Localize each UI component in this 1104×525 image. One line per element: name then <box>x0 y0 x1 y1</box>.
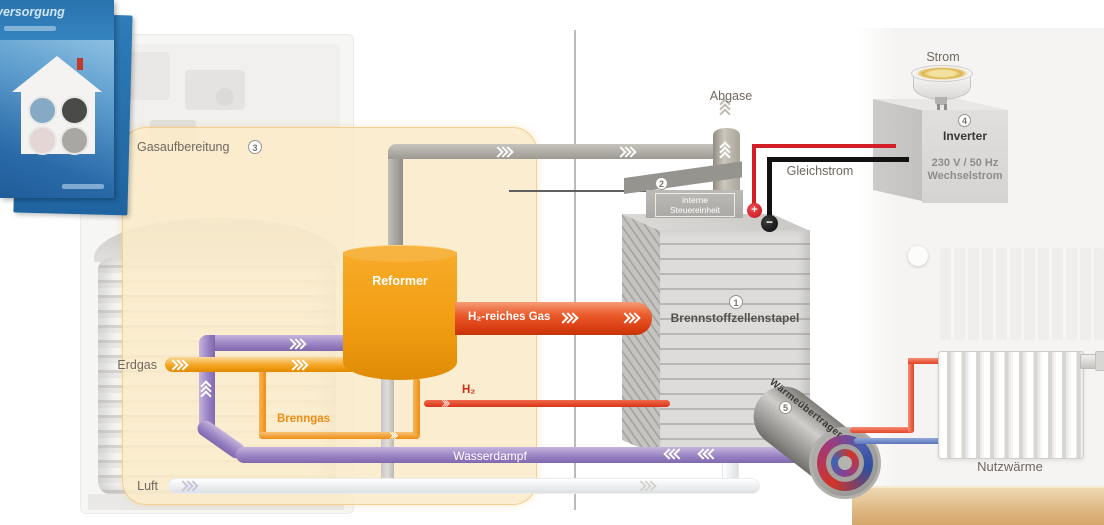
luft-pipe <box>168 478 760 494</box>
abgase-arrow-up-icon <box>719 98 731 120</box>
gas-processing-badge: 3 <box>248 140 262 154</box>
plus-terminal: + <box>747 203 762 218</box>
h2-flow-arrow-icon <box>438 399 451 408</box>
brochure-header-band <box>0 0 114 40</box>
h2-rich-flow-arrow-icon <box>557 312 579 324</box>
offgas-flow-arrow-icon <box>492 146 514 158</box>
heat-exchanger-coil-core <box>838 456 852 470</box>
lamp-pin <box>944 104 947 110</box>
brochure-house-photo-circle <box>60 126 89 155</box>
inverter-spec-voltage: 230 V / 50 Hz <box>931 157 999 169</box>
h2-rich-gas-label: H₂-reiches Gas <box>468 311 551 323</box>
reformer-vessel-body <box>343 252 457 380</box>
heating-flow-pipe-red-h2 <box>908 358 942 364</box>
brochure-house-roof <box>12 56 102 92</box>
luft-flow-arrow-icon <box>635 480 657 492</box>
minus-terminal: − <box>761 215 778 232</box>
steam-feed-pipe-top <box>203 335 353 351</box>
reformer-label: Reformer <box>372 274 428 288</box>
radiator-panel <box>938 351 1084 459</box>
control-unit-badge: 2 <box>655 177 668 190</box>
luft-flow-arrow-icon <box>177 480 199 492</box>
heating-return-pipe-blue <box>854 438 944 444</box>
dc-wire-red-horizontal <box>752 144 896 148</box>
reformer-drain-pipe <box>381 378 394 479</box>
dc-wire-red-vertical <box>752 144 756 206</box>
inverter-badge: 4 <box>958 114 971 127</box>
brochure-front-cover: versorgung <box>0 0 114 198</box>
nutzwaerme-label: Nutzwärme <box>977 459 1043 474</box>
wooden-floor <box>852 486 1104 525</box>
radiator-valve-knob <box>1095 351 1104 371</box>
brenngas-flow-arrow-icon <box>386 431 399 440</box>
reformer-offgas-pipe-horizontal <box>388 144 716 159</box>
abgase-label: Abgase <box>709 89 753 103</box>
lamp-socket <box>935 97 947 105</box>
stack-badge: 1 <box>729 295 743 309</box>
background-radiator <box>940 248 1104 340</box>
strom-label: Strom <box>926 50 960 64</box>
steam-feed-arrow-up-icon <box>200 380 212 402</box>
h2-label: H₂ <box>462 384 476 396</box>
abgase-arrow-up-icon <box>719 141 731 163</box>
control-unit-front-face <box>646 190 743 218</box>
inverter-left-face <box>873 99 922 202</box>
stack-side-face <box>622 214 660 457</box>
section-divider-line <box>574 30 576 510</box>
heating-flow-pipe-red-v <box>908 358 914 433</box>
brochure-subtitle-bar <box>4 26 56 31</box>
brochure-house-photo-circle <box>28 126 57 155</box>
lamp-reflector <box>911 65 973 82</box>
dc-wire-black-vertical <box>767 157 772 219</box>
wasserdampf-pipe <box>236 447 802 463</box>
stack-label: Brennstoffzellenstapel <box>670 311 800 325</box>
brochure-title: versorgung <box>0 5 65 19</box>
h2-rich-flow-arrow-icon <box>619 312 641 324</box>
reformer-vessel-top <box>343 245 457 262</box>
wasserdampf-label: Wasserdampf <box>453 449 527 463</box>
heat-exchanger-badge: 5 <box>779 401 792 414</box>
lamp-pin <box>937 104 940 110</box>
inverter-spec-type: Wechselstrom <box>927 170 1003 182</box>
steam-feed-arrow-icon <box>285 338 307 350</box>
dc-wire-black-horizontal <box>767 157 909 162</box>
wasserdampf-arrow-left-icon <box>697 448 719 460</box>
h2-rich-gas-pipe <box>455 302 652 335</box>
luft-label: Luft <box>137 479 158 493</box>
wall-thermostat-knob <box>908 246 928 266</box>
brenngas-pipe-bottom <box>259 432 420 439</box>
wasserdampf-arrow-left-icon <box>663 448 685 460</box>
control-unit-connection-line <box>509 190 648 192</box>
reformer-offgas-pipe-vertical <box>388 150 403 254</box>
brenngas-label: Brenngas <box>277 413 331 425</box>
brenngas-pipe-left <box>259 364 266 439</box>
h2-pipe <box>424 400 670 407</box>
erdgas-label: Erdgas <box>117 358 157 372</box>
erdgas-pipe <box>165 357 352 372</box>
gas-processing-label: Gasaufbereitung <box>137 140 230 154</box>
brochure-url-bar <box>62 184 104 189</box>
erdgas-flow-arrow-icon <box>167 359 189 371</box>
brenngas-pipe-right <box>413 378 420 437</box>
brochure-house-photo-circle <box>28 96 57 125</box>
inverter-label: Inverter <box>942 129 988 143</box>
brochure-house-photo-circle <box>60 96 89 125</box>
offgas-flow-arrow-icon <box>615 146 637 158</box>
erdgas-flow-arrow-icon <box>287 359 309 371</box>
heating-flow-pipe-red-h1 <box>850 427 914 433</box>
gleichstrom-label: Gleichstrom <box>786 164 854 178</box>
control-unit-label: interne Steuereinheit <box>655 193 735 218</box>
